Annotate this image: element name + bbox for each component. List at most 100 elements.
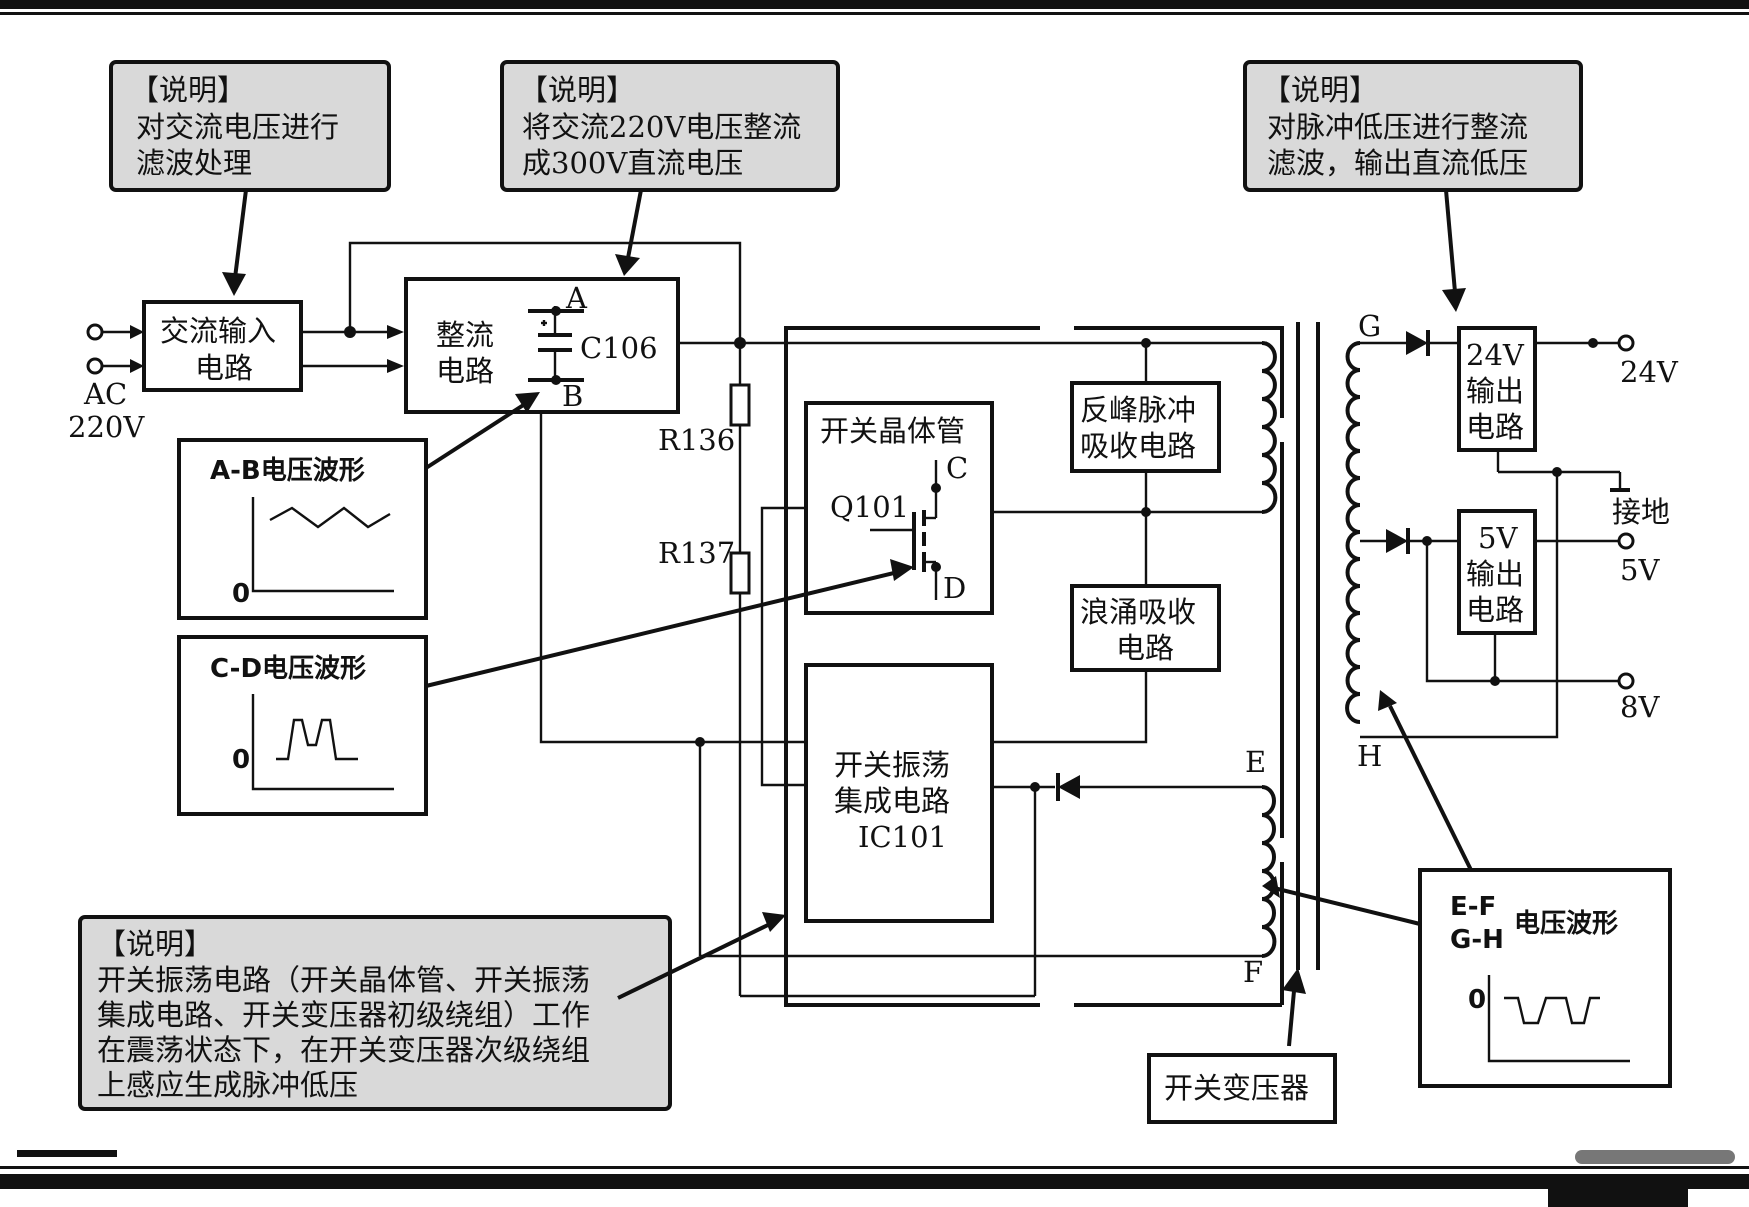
- point-f-label: F: [1243, 955, 1263, 989]
- waveform-efgh-title-suffix: 电压波形: [1514, 909, 1618, 939]
- top-border-thin: [0, 12, 1749, 15]
- scan-mark: [1575, 1150, 1735, 1164]
- ac-input-block: 交流输入 电路: [142, 300, 303, 392]
- bottom-corner-block: [1548, 1189, 1688, 1207]
- waveform-efgh-zero: 0: [1468, 985, 1486, 1015]
- switch-transistor-block: 开关晶体管 Q101 C D: [804, 401, 994, 615]
- surge-label-2: 电路: [1116, 631, 1174, 665]
- note-oscillation-line-3: 在震荡状态下，在开关变压器次级绕组: [97, 1033, 590, 1067]
- note-oscillation-line-4: 上感应生成脉冲低压: [97, 1068, 358, 1102]
- gate-wire: [760, 506, 806, 787]
- oscillator-label-2: 集成电路: [834, 784, 950, 818]
- rectifier-label-1: 整流: [436, 318, 494, 352]
- ac-input-label-2: 电路: [195, 351, 253, 385]
- note-oscillation: 【说明】 开关振荡电路（开关晶体管、开关振荡 集成电路、开关变压器初级绕组）工作…: [78, 915, 672, 1111]
- flyback-label-1: 反峰脉冲: [1080, 393, 1196, 427]
- rectifier-block: 整流 电路 A B C106: [404, 277, 680, 414]
- arrow-ab: [424, 402, 527, 470]
- point-b-label: B: [562, 379, 583, 413]
- primary-winding-top: [1261, 341, 1278, 514]
- flyback-label-2: 吸收电路: [1080, 429, 1196, 463]
- waveform-efgh-box: E-F G-H 电压波形 0: [1418, 868, 1672, 1088]
- note-rectify: 【说明】 将交流220V电压整流 成300V直流电压: [500, 60, 840, 192]
- transformer-label: 开关变压器: [1164, 1071, 1309, 1105]
- r137-label: R137: [658, 536, 735, 570]
- waveform-ab-zero: 0: [232, 579, 250, 609]
- point-d-label: D: [943, 571, 966, 605]
- surge-bottom-wire: [992, 670, 1148, 744]
- waveform-ab-box: A-B电压波形 0: [177, 438, 428, 620]
- out-24v-label-1: 24V: [1466, 338, 1525, 372]
- auxiliary-winding: [1261, 785, 1277, 958]
- note-oscillation-title: 【说明】: [97, 927, 213, 961]
- ground-label: 接地: [1612, 495, 1670, 529]
- terminal-5v-label: 5V: [1620, 553, 1660, 587]
- terminal-8v: [1617, 672, 1635, 690]
- out-24v-label-3: 电路: [1466, 410, 1524, 444]
- capacitor-label: C106: [580, 331, 658, 365]
- bottom-border-thin: [0, 1166, 1749, 1169]
- waveform-cd-box: C-D电压波形 0: [177, 635, 428, 816]
- output-24v-block: 24V 输出 电路: [1457, 326, 1537, 452]
- arrow-cd: [425, 570, 899, 688]
- out-5v-label-3: 电路: [1466, 593, 1524, 627]
- oscillator-label-1: 开关振荡: [834, 748, 950, 782]
- note-filter-line-2: 滤波处理: [136, 146, 252, 180]
- note-filter-line-1: 对交流电压进行: [136, 110, 339, 144]
- waveform-ab-title: A-B电压波形: [210, 456, 365, 486]
- note-rectify-title: 【说明】: [519, 73, 635, 107]
- point-e-label: E: [1245, 745, 1266, 779]
- secondary-output-wires: [1360, 330, 1630, 739]
- note-filter: 【说明】 对交流电压进行 滤波处理: [109, 60, 391, 192]
- bottom-border-bar: [0, 1174, 1749, 1189]
- terminal-24v: [1617, 334, 1635, 352]
- arrow-gh-head: [1378, 690, 1397, 711]
- ac-voltage-label: 220V: [68, 410, 145, 444]
- primary-enclosure: [784, 326, 1284, 1007]
- ac-terminals: [86, 323, 144, 375]
- note-arrows: [222, 189, 1466, 1000]
- secondary-winding: [1345, 341, 1361, 724]
- terminal-8v-label: 8V: [1620, 690, 1660, 724]
- note-oscillation-line-1: 开关振荡电路（开关晶体管、开关振荡: [97, 963, 590, 997]
- terminal-24v-label: 24V: [1620, 355, 1679, 389]
- out-24v-label-2: 输出: [1466, 374, 1524, 408]
- oscillator-ic-block: 开关振荡 集成电路 IC101: [804, 663, 994, 923]
- ac-input-label-1: 交流输入: [160, 314, 276, 348]
- dc-bus-wires: [539, 337, 1267, 998]
- note-output-line-2: 滤波，输出直流低压: [1267, 146, 1528, 180]
- feedback-wire: [992, 773, 1262, 801]
- ac-label: AC: [83, 377, 127, 411]
- arrow-ef: [1273, 886, 1421, 926]
- note-rectify-line-1: 将交流220V电压整流: [522, 110, 801, 144]
- point-h-label: H: [1357, 739, 1382, 773]
- point-c-label: C: [946, 451, 968, 485]
- transformer-label-box: 开关变压器: [1147, 1053, 1337, 1124]
- bottom-short-bar: [17, 1150, 117, 1157]
- surge-label-1: 浪涌吸收: [1080, 595, 1196, 629]
- arrow-cd-head: [890, 559, 914, 581]
- out-5v-label-2: 输出: [1466, 557, 1524, 591]
- note-output-line-1: 对脉冲低压进行整流: [1267, 110, 1528, 144]
- point-a-label: A: [565, 281, 588, 315]
- waveform-cd-title: C-D电压波形: [210, 654, 366, 684]
- waveform-efgh-title-1: E-F: [1450, 892, 1496, 922]
- oscillator-label-3: IC101: [858, 820, 947, 854]
- arrow-transformer-head: [1282, 968, 1306, 994]
- q101-label: Q101: [830, 490, 909, 524]
- arrow-gh: [1388, 705, 1473, 871]
- note-oscillation-line-2: 集成电路、开关变压器初级绕组）工作: [97, 998, 590, 1032]
- out-5v-label-1: 5V: [1478, 521, 1518, 555]
- waveform-cd-zero: 0: [232, 745, 250, 775]
- r136-label: R136: [658, 423, 735, 457]
- note-output: 【说明】 对脉冲低压进行整流 滤波，输出直流低压: [1243, 60, 1583, 192]
- surge-absorb-block: 浪涌吸收 电路: [1070, 584, 1221, 672]
- switch-transistor-label: 开关晶体管: [820, 414, 965, 448]
- top-border-bar: [0, 0, 1749, 9]
- transformer-core: [1296, 322, 1320, 970]
- flyback-absorb-block: 反峰脉冲 吸收电路: [1070, 381, 1221, 473]
- rectifier-label-2: 电路: [436, 354, 494, 388]
- output-5v-block: 5V 输出 电路: [1457, 509, 1537, 635]
- arrow-ef-head: [1262, 876, 1280, 898]
